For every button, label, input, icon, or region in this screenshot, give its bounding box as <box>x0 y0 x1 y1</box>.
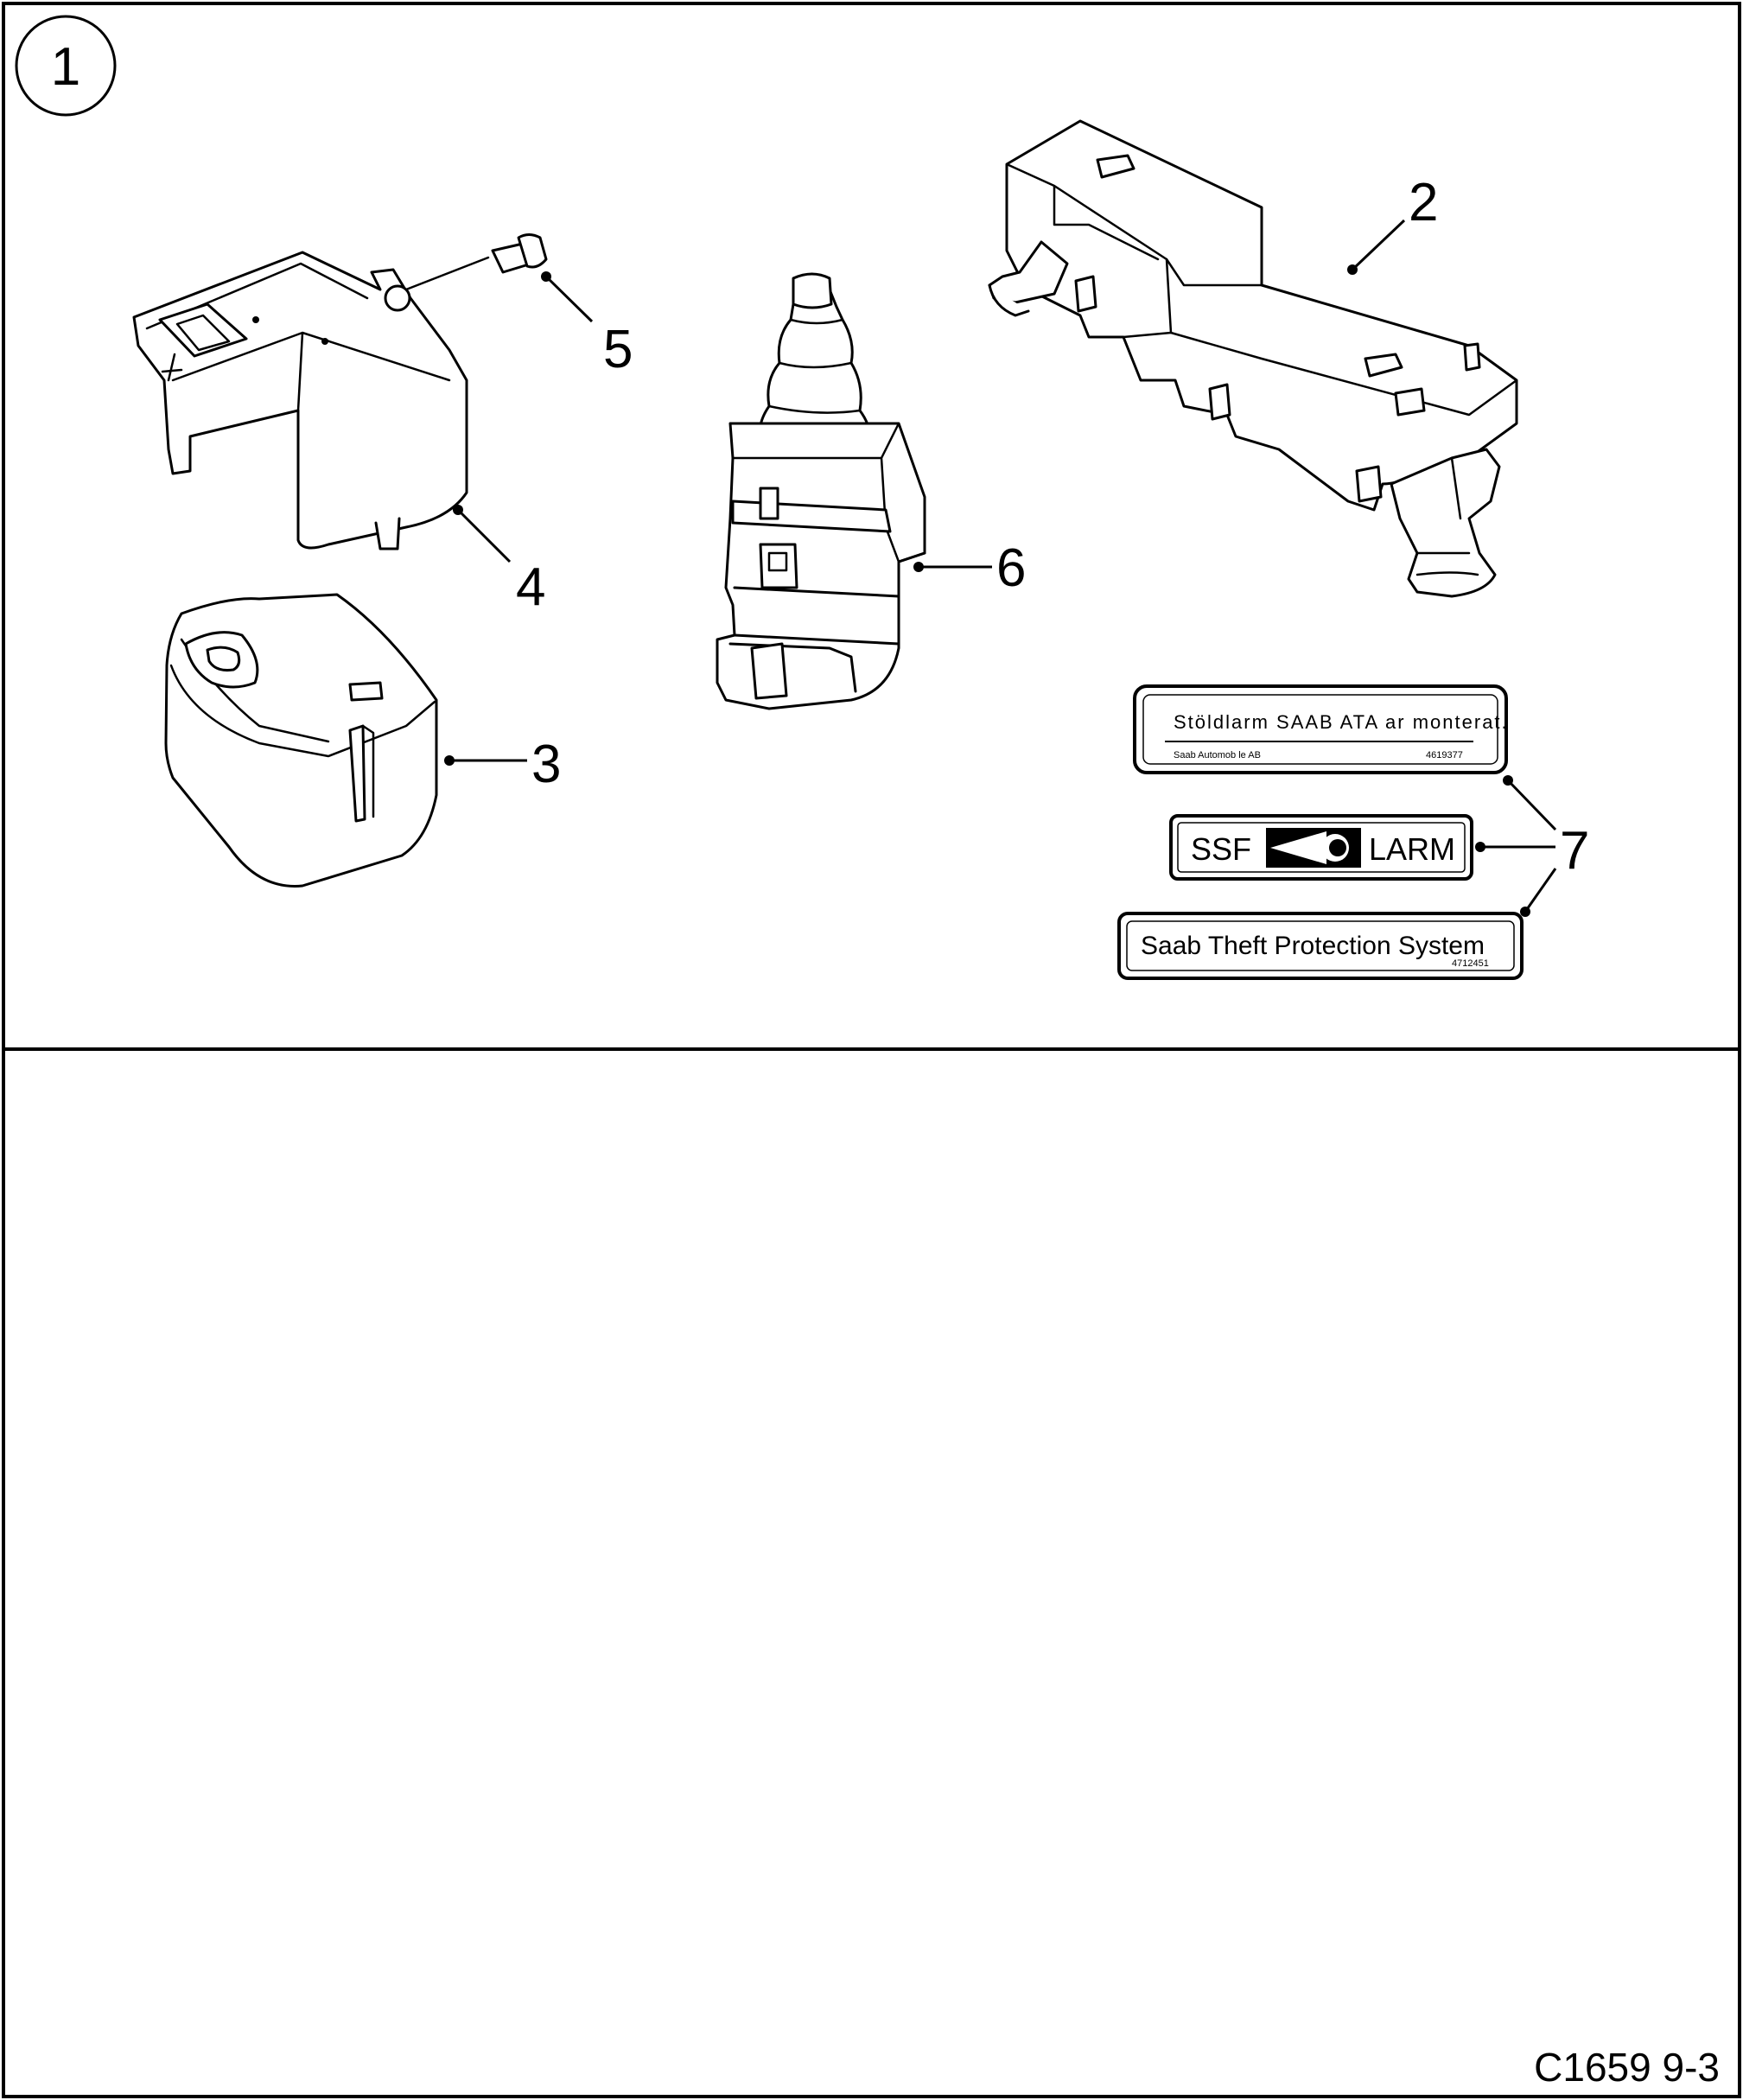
part-3-siren <box>164 593 438 888</box>
decal-english: Saab Theft Protection System 4712451 <box>1117 912 1524 980</box>
callout-4: 4 <box>516 557 545 617</box>
decal-english-text: Saab Theft Protection System <box>1141 932 1485 960</box>
decal-swedish-text: Stöldlarm SAAB ATA ar monterat. <box>1174 711 1509 733</box>
decal-swedish-part: 4619377 <box>1426 750 1463 760</box>
decal-ssf-text: SSF <box>1191 831 1251 867</box>
callout-3: 3 <box>531 735 561 794</box>
decal-larm-text: LARM <box>1369 831 1455 867</box>
drawing-code: C1659 9-3 <box>1534 2045 1720 2090</box>
part-4-bracket <box>132 251 468 550</box>
decal-swedish: Stöldlarm SAAB ATA ar monterat. Saab Aut… <box>1133 684 1509 774</box>
callout-5: 5 <box>603 320 633 379</box>
leader-lines <box>444 219 1557 917</box>
part-6-switch <box>716 272 926 710</box>
view-number: 1 <box>51 37 80 97</box>
decal-ssf-larm: SSF LARM <box>1169 814 1473 881</box>
callout-7: 7 <box>1560 821 1589 881</box>
decal-english-part: 4712451 <box>1452 958 1489 969</box>
callout-2: 2 <box>1409 173 1438 232</box>
part-5-screw <box>404 233 548 291</box>
part-2-module <box>988 119 1518 598</box>
view-number-badge: 1 <box>15 15 117 117</box>
decal-swedish-maker: Saab Automob le AB <box>1174 750 1261 760</box>
callout-6: 6 <box>996 538 1026 598</box>
